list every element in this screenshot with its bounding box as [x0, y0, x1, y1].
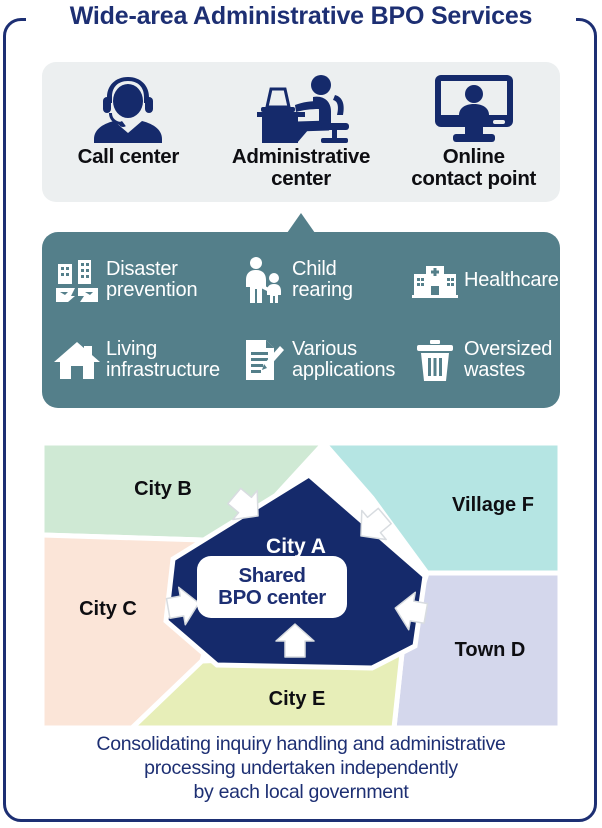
headset-operator-icon	[86, 70, 170, 144]
parent-child-icon	[240, 257, 286, 303]
service-label: Child rearing	[292, 259, 353, 301]
map-label-town-d: Town D	[455, 639, 526, 661]
services-panel-pointer	[287, 213, 315, 233]
service-disaster-prevention: Disaster prevention	[54, 258, 240, 302]
service-living-infrastructure: Living infrastructure	[54, 339, 240, 381]
map-arrow-from-city-e	[275, 623, 315, 658]
service-label: Healthcare	[464, 268, 559, 291]
channel-administrative-center: Administrative center	[215, 70, 388, 190]
map-arrow-from-village-f	[360, 507, 392, 541]
monitor-person-icon	[429, 70, 519, 144]
service-child-rearing: Child rearing	[240, 257, 412, 303]
service-label-line1: Living	[106, 338, 158, 360]
service-label-line2: prevention	[106, 279, 198, 301]
trash-can-icon	[412, 339, 458, 381]
hospital-icon	[412, 262, 458, 298]
map-arrow-from-town-d	[394, 591, 429, 631]
channel-label-line2: contact point	[411, 167, 537, 191]
service-label: Various applications	[292, 339, 395, 381]
caption-line1: Consolidating inquiry handling and admin…	[96, 733, 506, 755]
service-label-line1: Child	[292, 258, 337, 280]
service-oversized-wastes: Oversized wastes	[412, 339, 572, 381]
service-various-applications: Various applications	[240, 338, 412, 382]
desk-worker-icon	[249, 70, 353, 144]
channels-panel: Call center	[42, 62, 560, 202]
channel-label-line1: Online	[442, 145, 505, 168]
map-label-city-e: City E	[269, 688, 326, 710]
caption-line3: by each local government	[193, 780, 409, 803]
services-panel: Disaster prevention	[42, 232, 560, 408]
frame-title-gap	[26, 8, 576, 30]
service-label: Living infrastructure	[106, 339, 220, 381]
map-label-city-b: City B	[134, 478, 192, 500]
caption-line2: processing undertaken independently	[144, 756, 458, 779]
house-icon	[54, 340, 100, 380]
channel-label-line1: Administrative	[231, 145, 371, 168]
map-arrow-from-city-b	[227, 487, 259, 521]
map-arrow-from-city-c	[165, 586, 200, 626]
channel-label-line2: center	[271, 167, 331, 191]
service-healthcare: Healthcare	[412, 262, 572, 298]
service-label-line2: wastes	[464, 359, 526, 381]
hub-label-line2: BPO center	[218, 586, 326, 610]
region-map: City B Village F City C Town D City E Ci…	[42, 443, 560, 728]
service-label-line1: Various	[292, 338, 357, 360]
service-label-line1: Oversized	[464, 338, 553, 360]
footer-caption: Consolidating inquiry handling and admin…	[12, 733, 590, 804]
channel-call-center: Call center	[42, 70, 215, 168]
map-label-city-c: City C	[79, 598, 137, 620]
map-label-village-f: Village F	[452, 494, 534, 516]
map-label-city-a: City A	[266, 535, 326, 558]
hub-label-line1: Shared	[238, 564, 306, 587]
service-label-line2: rearing	[292, 279, 353, 301]
service-label-line2: applications	[292, 359, 396, 381]
channel-label: Administrative center	[231, 145, 371, 191]
damaged-buildings-icon	[54, 258, 100, 302]
document-pencil-icon	[240, 338, 286, 382]
service-label: Disaster prevention	[106, 258, 198, 301]
shared-bpo-center-badge: Shared BPO center	[197, 556, 347, 619]
channel-label: Online contact point	[411, 145, 537, 191]
page-title: Wide-area Administrative BPO Services	[69, 2, 533, 30]
service-label-line1: Disaster	[106, 258, 178, 280]
service-label: Oversized wastes	[464, 339, 552, 381]
service-label-line2: infrastructure	[106, 359, 220, 381]
channel-label: Call center	[77, 145, 180, 168]
channel-online-contact-point: Online contact point	[387, 70, 560, 190]
